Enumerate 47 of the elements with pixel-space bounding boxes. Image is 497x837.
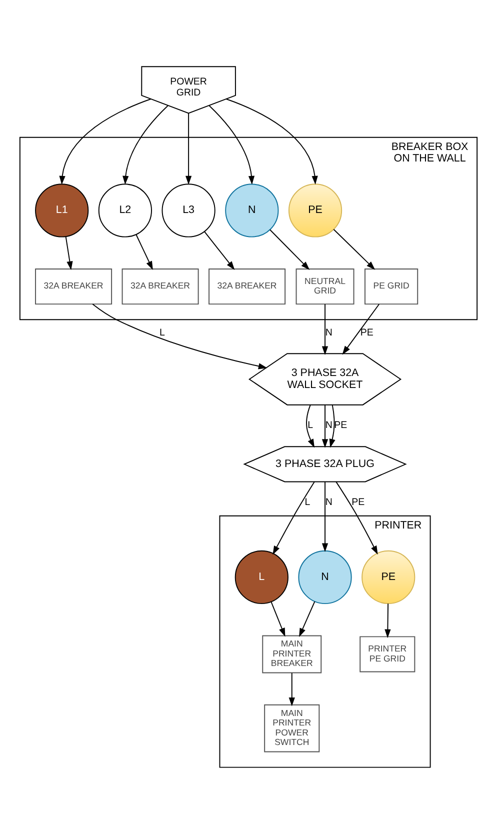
arrow <box>226 98 318 185</box>
node-box: MAIN PRINTER BREAKER <box>262 635 322 674</box>
arrow <box>122 105 168 185</box>
node-circle: L1 <box>35 184 89 238</box>
node-circle: L2 <box>98 184 152 238</box>
arrow <box>322 482 328 552</box>
node-circle: N <box>298 550 352 604</box>
arrow <box>270 601 286 637</box>
edge-label: N <box>325 420 332 432</box>
arrow <box>384 603 391 638</box>
node-box: PE GRID <box>364 268 418 305</box>
arrow <box>270 229 310 270</box>
arrow <box>272 481 315 555</box>
arrow <box>333 228 376 270</box>
arrow <box>65 236 73 270</box>
edge-label: L <box>308 420 314 432</box>
node-circle: L <box>234 550 288 604</box>
node-box: MAIN PRINTER POWER SWITCH <box>264 704 320 752</box>
arrow <box>288 672 295 706</box>
node-box: 32A BREAKER <box>122 268 199 305</box>
node-box: NEUTRAL GRID <box>296 268 354 305</box>
arrow <box>329 404 336 448</box>
arrow <box>306 404 315 448</box>
node-box: 32A BREAKER <box>208 268 286 305</box>
arrow <box>322 404 328 448</box>
arrow <box>208 105 255 185</box>
node-circle: PE <box>288 184 342 238</box>
arrow <box>185 112 192 185</box>
edge-label: PE <box>334 420 348 432</box>
node-box: 32A BREAKER <box>35 268 112 305</box>
node-box: PRINTER PE GRID <box>360 636 416 672</box>
arrow <box>322 304 328 355</box>
edge-label: N <box>325 327 332 338</box>
arrow <box>336 481 378 555</box>
arrow <box>136 234 153 270</box>
arrow <box>299 601 316 638</box>
edge-label: L <box>304 497 310 508</box>
edge-label: PE <box>360 327 374 338</box>
edge-label: N <box>325 497 332 508</box>
edge-label: PE <box>352 497 365 508</box>
node-circle: N <box>225 184 279 238</box>
node-circle: L3 <box>162 184 216 238</box>
arrow <box>342 304 380 355</box>
edge-label: L <box>160 327 165 338</box>
arrow <box>59 98 152 185</box>
arrow <box>204 231 235 270</box>
node-circle: PE <box>362 550 416 604</box>
